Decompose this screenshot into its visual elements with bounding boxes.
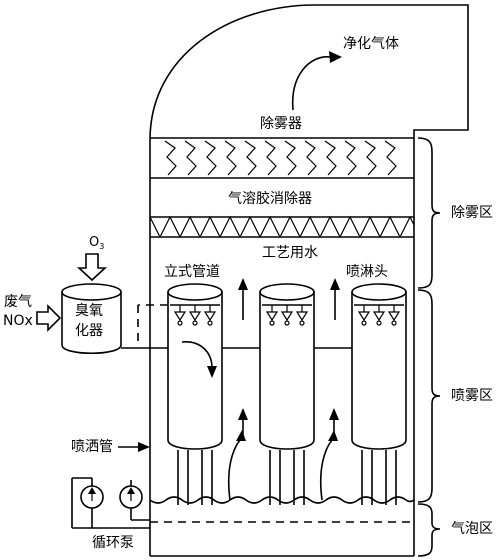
tower-outline: [149, 4, 469, 557]
nozzle-set-1: [173, 311, 217, 326]
liquid-surface: [149, 496, 415, 523]
ozone-subscript: 3: [99, 242, 105, 251]
clean-gas-label: 净化气体: [343, 36, 399, 52]
sprinkler-pointer: [118, 442, 150, 452]
clean-gas-arrow: [291, 51, 342, 111]
zone-braces: [417, 137, 441, 557]
nozzle-set-3: [357, 311, 401, 326]
zone-demist-label: 除雾区: [451, 205, 493, 221]
ozonizer-label-line2: 化器: [75, 323, 103, 339]
circulation-pump-label: 循环泵: [92, 535, 134, 551]
aerosol-remover-band: [149, 215, 415, 239]
demister-label: 除雾器: [260, 116, 302, 132]
zone-bubble-label: 气泡区: [451, 521, 493, 537]
ozone-symbol: O: [89, 235, 100, 250]
nox-label: NOx: [3, 313, 33, 329]
ozonizer-label-line1: 臭氧: [75, 303, 103, 319]
vertical-pipe-1: [137, 283, 223, 505]
waste-gas-inlet-arrow: [36, 304, 62, 332]
aerosol-remover-label: 气溶胶消除器: [228, 191, 312, 207]
vertical-pipe-2: [259, 283, 315, 505]
process-water-label: 工艺用水: [262, 245, 318, 261]
ozone-label: O3: [89, 236, 104, 251]
sprinkler-pipe-label: 喷洒管: [71, 439, 113, 455]
spray-head-label: 喷淋头: [346, 264, 388, 280]
vertical-pipe-label: 立式管道: [164, 264, 220, 280]
demister-blades: [164, 140, 397, 176]
demister-band: [150, 137, 414, 179]
nozzle-set-2: [265, 311, 309, 326]
ozonizer: [61, 283, 122, 354]
circulation-pumps: [71, 477, 150, 529]
gas-flow-arrows: [227, 408, 339, 501]
ozone-inlet-arrow: [76, 253, 108, 282]
waste-gas-label: 废气: [4, 294, 32, 310]
zone-spray-label: 喷雾区: [451, 388, 493, 404]
vertical-pipe-3: [351, 283, 407, 505]
process-water-arrows: [238, 278, 340, 320]
